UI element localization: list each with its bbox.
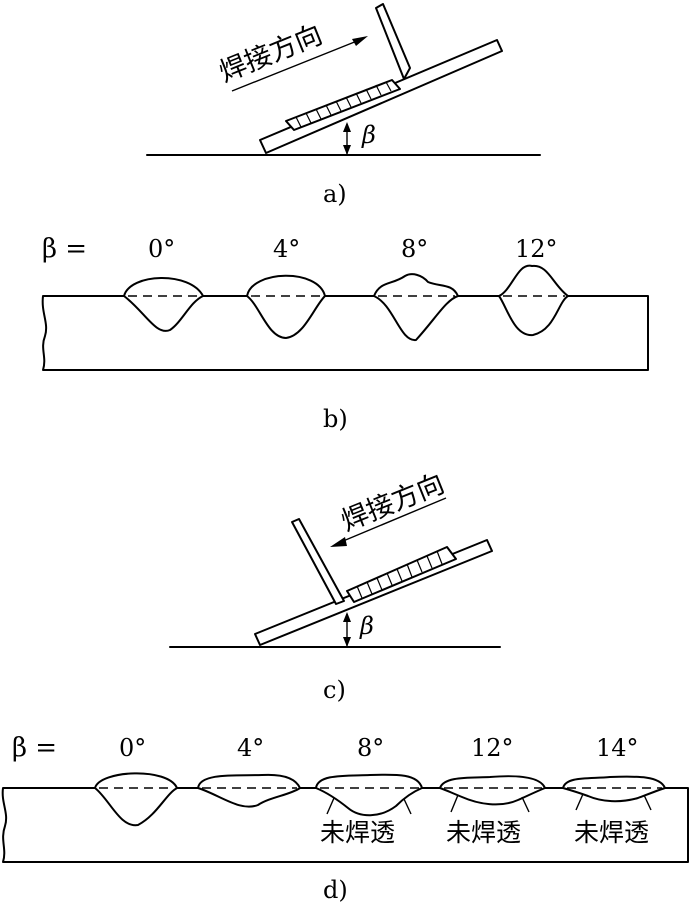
- panel-label-c: c): [323, 676, 346, 704]
- direction-label-c: 焊接方向: [337, 468, 449, 537]
- beta-eq-b: β =: [42, 234, 87, 264]
- note-no-penetration-8deg: 未焊透: [320, 818, 395, 847]
- beta-label-a: β: [361, 121, 376, 149]
- angle-label-b-0: 0°: [148, 235, 175, 263]
- weld-pool-0deg: [123, 277, 204, 332]
- weld-bead-c: [346, 546, 457, 603]
- panel-b: β = 0° 4° 8° 12° b): [41, 234, 649, 433]
- weld-pools-b: [123, 264, 569, 341]
- angle-label-d-0: 0°: [119, 734, 146, 762]
- weld-pool-d-12deg: [439, 775, 546, 806]
- plate-d: [1, 787, 689, 863]
- panel-label-a: a): [323, 180, 347, 208]
- panel-a: 焊接方向 β a): [146, 3, 541, 208]
- weld-pool-4deg: [246, 274, 326, 339]
- angle-label-b-2: 8°: [401, 235, 428, 263]
- weld-pool-d-0deg: [94, 772, 178, 827]
- angle-label-b-3: 12°: [515, 235, 558, 263]
- arrowhead-a: [352, 36, 368, 46]
- weld-pool-d-4deg: [197, 773, 301, 808]
- beta-eq-d: β =: [12, 733, 57, 763]
- note-no-penetration-14deg: 未焊透: [574, 818, 649, 847]
- plate-b: [41, 295, 649, 371]
- weld-pools-d: [94, 772, 666, 827]
- weld-pool-d-14deg: [562, 775, 666, 803]
- weld-pool-d-8deg: [315, 773, 423, 817]
- angle-label-b-1: 4°: [273, 235, 300, 263]
- weld-bead-a: [285, 79, 401, 131]
- panel-label-d: d): [323, 876, 348, 904]
- arrowhead-c: [330, 537, 347, 547]
- weld-pool-8deg: [373, 273, 459, 341]
- bead-hatch-c: [356, 550, 443, 599]
- weld-pool-12deg: [498, 264, 569, 337]
- note-no-penetration-12deg: 未焊透: [446, 818, 521, 847]
- electrode-c: [291, 518, 345, 605]
- leader-lines-d: [326, 793, 652, 815]
- panel-d: β = 未焊透 未焊透 未焊透 0° 4°: [1, 733, 689, 904]
- angle-label-d-1: 4°: [237, 734, 264, 762]
- direction-arrow-a: [231, 38, 363, 92]
- direction-label-a: 焊接方向: [215, 19, 327, 88]
- direction-arrow-c: [335, 497, 447, 545]
- electrode-a: [375, 3, 411, 80]
- bead-hatch-a: [295, 81, 392, 128]
- angle-label-d-4: 14°: [596, 734, 639, 762]
- panel-label-b: b): [323, 405, 348, 433]
- angle-label-d-3: 12°: [471, 734, 514, 762]
- beta-label-c: β: [359, 612, 374, 640]
- panel-c: 焊接方向 β c): [169, 468, 501, 704]
- angle-label-d-2: 8°: [357, 734, 384, 762]
